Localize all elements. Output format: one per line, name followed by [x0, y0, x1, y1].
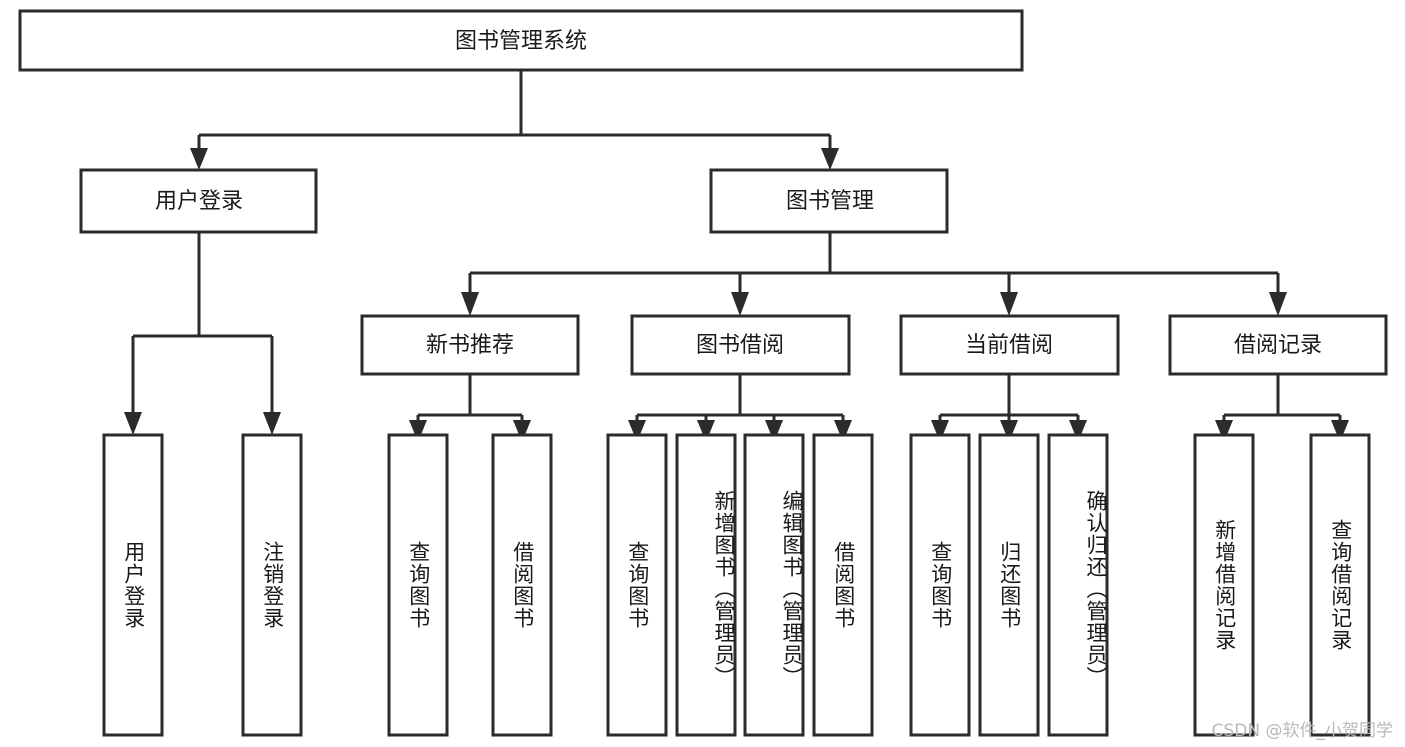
arrow-head-leaf-br-1	[1215, 420, 1233, 442]
leaf-box-borrow-record-0[interactable]	[1193, 433, 1255, 737]
leaf-label-book-borrow-1: 新增图书（管理员）	[712, 490, 736, 688]
arrow-head-leaf-bb-2	[697, 420, 715, 442]
leaf-label-book-borrow-3: 借阅图书	[831, 541, 856, 629]
leaf-label-book-borrow-2: 编辑图书（管理员）	[780, 490, 804, 688]
leaf-label-current-borrow-0: 查询图书	[928, 541, 953, 629]
leaf-box-book-borrow-3[interactable]	[812, 433, 874, 737]
arrow-head-book-borrow	[731, 292, 749, 316]
box-layer	[18, 9, 1388, 737]
node-label-current-borrow: 当前借阅	[965, 333, 1053, 358]
arrow-head-leaf-br-2	[1331, 420, 1349, 442]
leaf-box-current-borrow-0[interactable]	[909, 433, 971, 737]
leaf-label-book-borrow-0: 查询图书	[625, 541, 650, 629]
leaf-label-user-login-1: 注销登录	[260, 541, 285, 629]
node-box-current-borrow[interactable]	[899, 314, 1120, 376]
arrow-head-new-book-rec	[461, 292, 479, 316]
node-label-new-book-rec: 新书推荐	[426, 333, 514, 358]
leaf-box-user-login-1[interactable]	[241, 433, 303, 737]
leaf-box-borrow-record-1[interactable]	[1309, 433, 1371, 737]
node-box-user-login[interactable]	[79, 168, 318, 234]
leaf-box-book-borrow-0[interactable]	[606, 433, 668, 737]
leaf-box-current-borrow-2[interactable]	[1047, 433, 1109, 737]
node-box-book-borrow[interactable]	[630, 314, 851, 376]
arrow-head-leaf-bb-4	[834, 420, 852, 442]
leaf-box-book-borrow-1[interactable]	[675, 433, 737, 737]
leaf-label-new-book-rec-0: 查询图书	[406, 541, 431, 629]
connector-layer	[124, 70, 1349, 442]
leaf-label-current-borrow-1: 归还图书	[997, 541, 1022, 629]
node-label-root: 图书管理系统	[455, 29, 587, 54]
arrow-head-leaf-nbr-2	[513, 420, 531, 442]
leaf-label-new-book-rec-1: 借阅图书	[510, 541, 535, 629]
leaf-box-new-book-rec-1[interactable]	[491, 433, 553, 737]
leaf-box-new-book-rec-0[interactable]	[387, 433, 449, 737]
arrow-head-borrow-record	[1269, 292, 1287, 316]
node-box-root[interactable]	[18, 9, 1024, 72]
arrow-head-current-borrow	[1000, 292, 1018, 316]
arrow-head-leaf-cb-3	[1069, 420, 1087, 442]
leaf-label-borrow-record-0: 新增借阅记录	[1212, 519, 1237, 651]
arrow-head-leaf-bb-3	[765, 420, 783, 442]
node-label-book-manage: 图书管理	[786, 189, 874, 214]
node-label-book-borrow: 图书借阅	[696, 333, 784, 358]
leaf-box-book-borrow-2[interactable]	[743, 433, 805, 737]
leaf-label-current-borrow-2: 确认归还（管理员）	[1084, 490, 1108, 688]
csdn-watermark: CSDN @软件_小贺同学	[1211, 721, 1393, 741]
node-label-borrow-record: 借阅记录	[1234, 333, 1322, 358]
label-layer: 图书管理系统 用户登录 图书管理 新书推荐 图书借阅 当前借阅 借阅记录	[155, 29, 1322, 358]
leaf-label-user-login-0: 用户登录	[121, 541, 146, 629]
arrow-head-book-manage	[821, 148, 839, 170]
leaf-box-current-borrow-1[interactable]	[978, 433, 1040, 737]
arrow-head-user-login	[190, 148, 208, 170]
arrow-head-leaf-user-login-1	[124, 412, 142, 435]
node-box-borrow-record[interactable]	[1168, 314, 1388, 376]
leaf-box-user-login-0[interactable]	[102, 433, 164, 737]
node-box-new-book-rec[interactable]	[360, 314, 580, 376]
arrow-head-leaf-user-login-2	[263, 412, 281, 435]
node-box-book-manage[interactable]	[709, 168, 949, 234]
node-label-user-login: 用户登录	[155, 189, 243, 214]
arrow-head-leaf-bb-1	[628, 420, 646, 442]
leaf-label-borrow-record-1: 查询借阅记录	[1328, 519, 1353, 651]
arrow-head-leaf-cb-2	[1000, 420, 1018, 442]
arrow-head-leaf-nbr-1	[409, 420, 427, 442]
arrow-head-leaf-cb-1	[931, 420, 949, 442]
